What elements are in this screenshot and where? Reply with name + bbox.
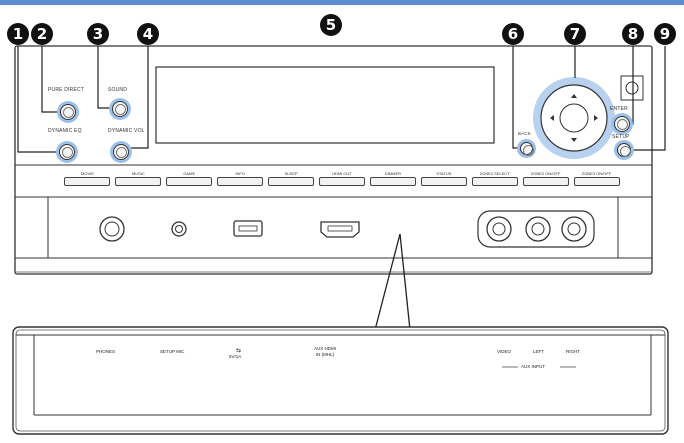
callout-6: 6 (502, 23, 524, 45)
back-button[interactable] (520, 142, 534, 156)
source-button-cell: ZONE3 ON/OFF (571, 171, 622, 193)
power-button (625, 81, 639, 95)
setup-mic-jack-inner (175, 225, 183, 233)
cursor-center (559, 103, 589, 133)
leader-9 (632, 46, 666, 151)
enter-label: ENTER (610, 106, 628, 112)
dynamic-vol-label: DYNAMIC VOL (108, 128, 145, 134)
callout-1: 1 (7, 23, 29, 45)
callout-2: 2 (31, 23, 53, 45)
dynamic-vol-button[interactable] (113, 144, 129, 160)
source-label: HDMI OUT (332, 171, 352, 176)
audio-right-jack-inner (567, 222, 581, 236)
phones-jack-inner (104, 221, 120, 237)
dimmer-button[interactable] (369, 177, 416, 186)
source-button-cell: ZONE2 SELECT (469, 171, 520, 193)
source-label: ZONE2 SELECT (479, 171, 510, 176)
movie-button[interactable] (64, 177, 111, 186)
pure-direct-button[interactable] (60, 104, 76, 120)
callout-4: 4 (137, 23, 159, 45)
back-label: BACK (518, 131, 532, 136)
usb-icon: ⇆ (236, 348, 242, 354)
music-button[interactable] (115, 177, 162, 186)
source-label: STATUS (436, 171, 452, 176)
pure-direct-label: PURE DIRECT (48, 87, 85, 93)
source-label: ZONE2 ON/OFF (530, 171, 561, 176)
callout-5: 5 (320, 14, 342, 36)
source-label: INFO (235, 171, 245, 176)
sound-button[interactable] (112, 101, 128, 117)
source-button-cell: SLEEP (266, 171, 317, 193)
enter-button[interactable] (614, 116, 630, 132)
source-label: MOVIE (81, 171, 94, 176)
source-label: MUSIC (131, 171, 145, 176)
source-label: GAME (183, 171, 196, 176)
setup-button[interactable] (617, 143, 631, 157)
status-button[interactable] (420, 177, 467, 186)
top-accent-bar (0, 0, 684, 5)
usb-label: 5V/1A (229, 354, 242, 359)
display-window (155, 66, 495, 144)
zoom-line-left (374, 233, 401, 331)
video-label: VIDEO (497, 349, 512, 354)
aux-hdmi-label: AUX HDMI IN (MHL) (314, 346, 337, 357)
callout-7: 7 (564, 23, 586, 45)
right-label: RIGHT (566, 349, 580, 354)
hdmi-port-inner (327, 225, 353, 232)
usb-port-inner (238, 225, 258, 232)
source-button-cell: MUSIC (113, 171, 164, 193)
callout-8: 8 (622, 23, 644, 45)
setup-mic-label: SETUP MIC (160, 349, 185, 354)
hdmi-out-button[interactable] (318, 177, 365, 186)
source-button-cell: STATUS (418, 171, 469, 193)
sleep-button[interactable] (268, 177, 315, 186)
setup-label: SETUP (612, 134, 630, 140)
source-button-cell: INFO (215, 171, 266, 193)
info-button[interactable] (217, 177, 264, 186)
dynamic-eq-label: DYNAMIC EQ (48, 128, 82, 134)
source-button-cell: ZONE2 ON/OFF (520, 171, 571, 193)
dynamic-eq-button[interactable] (59, 144, 75, 160)
arrow-up-icon (571, 94, 577, 98)
source-label: SLEEP (284, 171, 298, 176)
zone3-onoff-button[interactable] (573, 177, 620, 186)
leader-6 (512, 46, 522, 149)
leader-1 (17, 46, 57, 153)
source-button-cell: HDMI OUT (317, 171, 368, 193)
zoom-panel-inner (15, 329, 666, 432)
source-button-cell: GAME (164, 171, 215, 193)
arrow-down-icon (571, 138, 577, 142)
video-jack-inner (492, 222, 506, 236)
left-label: LEFT (533, 349, 545, 354)
leader-4 (128, 46, 149, 149)
arrow-left-icon (550, 115, 554, 121)
source-button-row: MOVIE MUSIC GAME INFO SLEEP HDMI OUT DIM… (62, 171, 622, 193)
callout-9: 9 (654, 23, 676, 45)
zone2-select-button[interactable] (471, 177, 518, 186)
zone2-onoff-button[interactable] (522, 177, 569, 186)
sound-label: SOUND (108, 87, 128, 93)
audio-left-jack-inner (531, 222, 545, 236)
source-label: ZONE3 ON/OFF (581, 171, 612, 176)
arrow-right-icon (594, 115, 598, 121)
leader-2 (41, 46, 60, 113)
source-button-cell: DIMMER (367, 171, 418, 193)
zoom-line-right (399, 233, 411, 331)
phones-label: PHONES (96, 349, 116, 354)
callout-3: 3 (87, 23, 109, 45)
leader-3 (97, 46, 112, 109)
game-button[interactable] (166, 177, 213, 186)
aux-input-label: AUX INPUT (521, 364, 546, 369)
source-button-cell: MOVIE (62, 171, 113, 193)
source-label: DIMMER (384, 171, 402, 176)
